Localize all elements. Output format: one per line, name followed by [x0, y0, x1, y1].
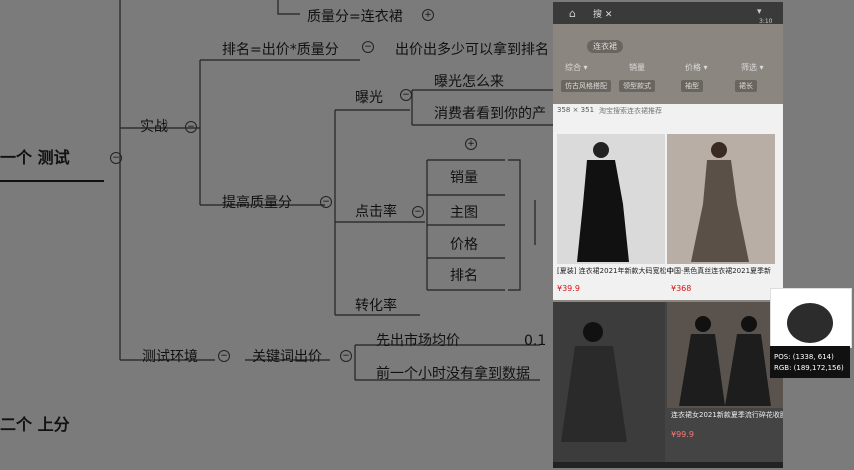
product-card[interactable]: [667, 134, 775, 264]
collapse-icon[interactable]: −: [412, 206, 424, 218]
search-results: 连衣裙 综合 ▾ 销量 价格 ▾ 筛选 ▾ 仿古风格搭配 领型款式 袖型 裙长 …: [553, 24, 783, 468]
node-main-image[interactable]: 主图: [450, 205, 478, 221]
node-bid-amount[interactable]: 出价出多少可以拿到排名: [395, 42, 549, 58]
node-conversion[interactable]: 转化率: [355, 298, 397, 314]
selection-size: 358 × 351: [557, 106, 595, 114]
home-icon[interactable]: ⌂: [569, 7, 576, 20]
magnified-image: [787, 303, 833, 343]
sort-item[interactable]: 销量: [629, 63, 645, 72]
node-market-average[interactable]: 先出市场均价: [376, 333, 460, 349]
sort-item[interactable]: 综合 ▾: [565, 63, 588, 72]
collapse-icon[interactable]: −: [110, 152, 122, 164]
pixel-info: POS: (1338, 614) RGB: (189,172,156): [770, 346, 850, 378]
magnifier-preview: [770, 288, 852, 348]
product-row-2: 连衣裙女2021新款夏季流行碎花收腰 ¥99.9: [553, 302, 783, 468]
node-improve-quality[interactable]: 提高质量分: [222, 195, 292, 211]
phone-screen: ⌂ 搜 ✕ ▾ 3:10 连衣裙 综合 ▾ 销量 价格 ▾ 筛选 ▾ 仿古风格搭…: [553, 2, 783, 468]
node-sales[interactable]: 销量: [450, 170, 478, 186]
collapse-icon[interactable]: −: [362, 41, 374, 53]
node-consumer-sees[interactable]: 消费者看到你的产: [434, 106, 546, 122]
category-pill[interactable]: 连衣裙: [587, 40, 623, 53]
node-ranking-formula[interactable]: 排名=出价*质量分: [222, 42, 339, 58]
node-exposure[interactable]: 曝光: [355, 90, 383, 106]
product-photo: [557, 134, 665, 264]
collapse-icon[interactable]: −: [218, 350, 230, 362]
node-practice[interactable]: 实战: [140, 119, 168, 135]
filter-chip[interactable]: 袖型: [681, 80, 703, 92]
wifi-icon: ▾: [757, 7, 762, 17]
add-icon[interactable]: +: [465, 138, 477, 150]
product-price: ¥39.9: [557, 284, 580, 293]
product-title[interactable]: [夏装] 连衣裙2021年新款大码宽松中: [557, 267, 674, 275]
pixel-rgb: RGB: (189,172,156): [774, 364, 844, 372]
node-price[interactable]: 价格: [450, 237, 478, 253]
collapse-icon[interactable]: −: [400, 89, 412, 101]
node-score-root[interactable]: 二个 上分: [0, 415, 70, 434]
phone-tab-bar: ⌂ 搜 ✕ ▾ 3:10: [553, 2, 783, 25]
root-underline: [0, 180, 104, 182]
node-rank[interactable]: 排名: [450, 268, 478, 284]
sort-item[interactable]: 价格 ▾: [685, 63, 708, 72]
node-keyword-bid[interactable]: 关键词出价: [252, 349, 322, 365]
pixel-position: POS: (1338, 614): [774, 353, 834, 361]
filter-chip[interactable]: 领型款式: [619, 80, 655, 92]
product-price: ¥99.9: [671, 430, 694, 439]
product-title[interactable]: 连衣裙女2021新款夏季流行碎花收腰: [671, 411, 783, 419]
sort-item[interactable]: 筛选 ▾: [741, 63, 764, 72]
collapse-icon[interactable]: −: [185, 121, 197, 133]
node-quality-score-dress[interactable]: 质量分=连衣裙: [307, 9, 403, 25]
node-last-hour[interactable]: 前一个小时没有拿到数据: [376, 366, 530, 382]
product-grid: 358 × 351 淘宝搜索连衣裙推荐 [夏装] 连衣裙2021年新款大码宽松中…: [553, 104, 783, 300]
node-test-env[interactable]: 测试环境: [142, 349, 198, 365]
collapse-icon[interactable]: −: [340, 350, 352, 362]
status-clock: 3:10: [759, 18, 773, 25]
search-hint: 淘宝搜索连衣裙推荐: [599, 107, 662, 115]
product-photo: [667, 134, 775, 264]
phone-nav-bar: [553, 462, 783, 468]
product-price: ¥368: [671, 284, 692, 293]
node-test-root[interactable]: 一个 测试: [0, 148, 70, 167]
product-title[interactable]: 中国·黑色真丝连衣裙2021夏季新: [667, 267, 772, 275]
product-photos: [553, 302, 783, 468]
collapse-icon[interactable]: −: [320, 196, 332, 208]
filter-chip[interactable]: 裙长: [735, 80, 757, 92]
node-value: 0.1: [524, 333, 547, 349]
node-exposure-source[interactable]: 曝光怎么来: [434, 74, 504, 90]
expand-icon[interactable]: +: [422, 9, 434, 21]
browser-tab[interactable]: 搜 ✕: [593, 10, 613, 20]
product-card[interactable]: [557, 134, 665, 264]
node-ctr[interactable]: 点击率: [355, 204, 397, 220]
filter-chip[interactable]: 仿古风格搭配: [561, 80, 611, 92]
